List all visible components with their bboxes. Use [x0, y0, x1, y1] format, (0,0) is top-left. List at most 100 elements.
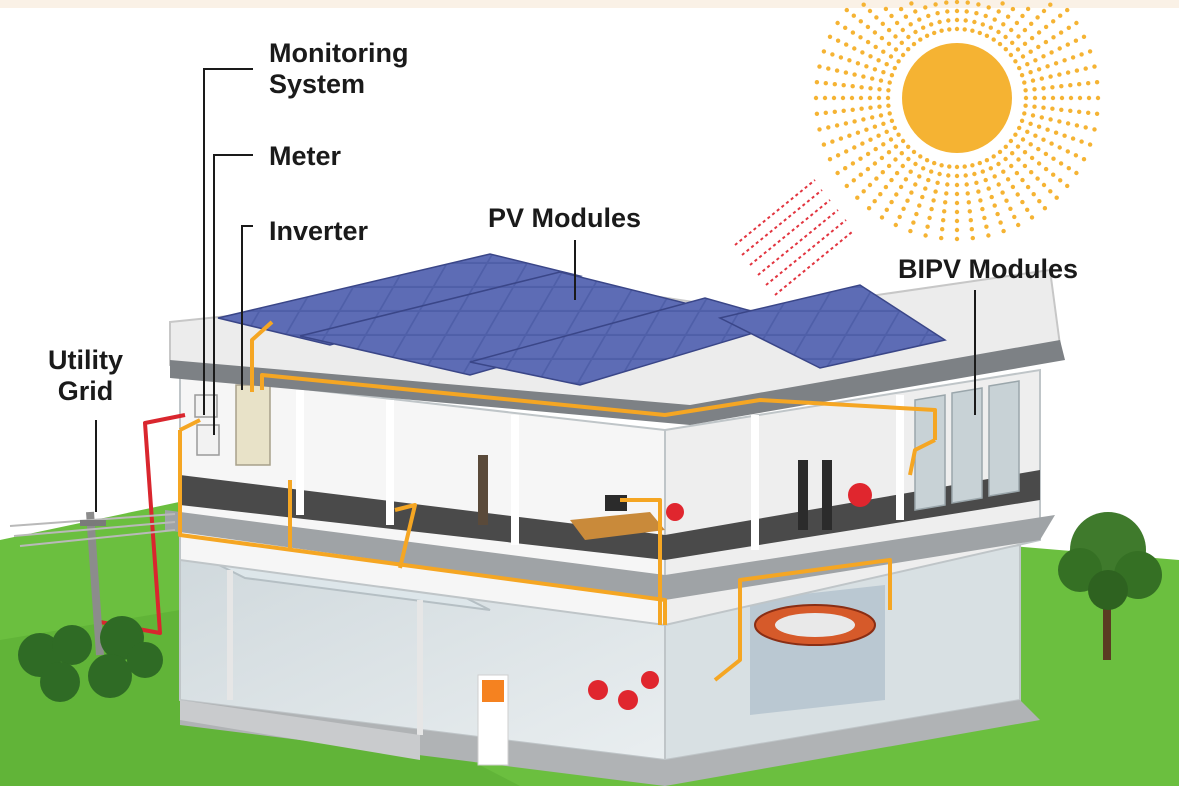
leader-lines	[95, 68, 976, 512]
sun-ray-dot	[883, 6, 889, 12]
sun-ray-dot	[1077, 109, 1082, 115]
sun-ray-dot	[852, 72, 857, 77]
sun-ray-dot	[954, 0, 960, 5]
sun-ray-dot	[945, 9, 950, 14]
sun-ray-dot	[965, 191, 970, 196]
dc-wiring	[178, 320, 937, 682]
sun-ray-dot	[921, 166, 926, 171]
sun-ray-dot	[1062, 58, 1067, 63]
sun-ray-dot	[954, 209, 960, 215]
sun-ray-dot	[898, 6, 904, 12]
sun-ray-dot	[1051, 35, 1056, 40]
monitoring-system-label: Monitoring System	[269, 38, 408, 100]
sun-ray-dot	[877, 87, 882, 92]
sun-ray-dot	[1073, 153, 1079, 158]
sun-ray-dot	[831, 95, 837, 101]
sun-ray-dot	[867, 8, 873, 14]
sun-ray-dot	[962, 27, 967, 32]
sun-ray-dot	[939, 28, 944, 33]
sun-ray-dot	[1029, 35, 1035, 41]
sun-icon	[813, 0, 1101, 242]
sun-ray-dot	[1029, 215, 1035, 220]
sun-ray-dot	[992, 174, 997, 179]
sun-ray-dot	[1066, 25, 1072, 30]
bushes	[18, 616, 163, 702]
sun-ray-dot	[841, 83, 846, 88]
sun-ray-dot	[1012, 214, 1017, 220]
sun-ray-dot	[980, 206, 985, 212]
sun-ray-dot	[878, 113, 884, 118]
sun-ray-dot	[1001, 228, 1006, 234]
sun-ray-dot	[893, 222, 898, 228]
sun-ray-lines	[734, 179, 853, 296]
sun-ray-dot	[1086, 81, 1091, 86]
sun-ray-dot	[813, 95, 819, 101]
sun-ray-dot	[977, 160, 982, 166]
sun-ray-dot	[986, 5, 991, 10]
sun-ray-dot	[903, 177, 909, 182]
sun-ray-dot	[905, 198, 910, 203]
sun-ray-dot	[878, 192, 883, 197]
pv-modules-label: PV Modules	[488, 203, 642, 233]
sun-ray-dot	[1008, 138, 1014, 144]
sun-ray-dot	[1022, 41, 1028, 46]
sun-ray-dot	[1003, 144, 1008, 149]
bipv-facade	[914, 380, 1020, 511]
sun-ray-dot	[954, 191, 960, 197]
sun-ray-dot	[1057, 46, 1062, 51]
sun-ray-dot	[1036, 30, 1042, 35]
sun-ray-dot	[900, 138, 906, 144]
sun-ray-dot	[908, 22, 913, 27]
sun-ray-dot	[1087, 49, 1093, 54]
sun-ray-dot	[1031, 192, 1036, 197]
sun-ray-dot	[883, 184, 889, 190]
sun-ray-dot	[1025, 207, 1030, 212]
sun-ray-dot	[911, 149, 917, 155]
sun-ray-dot	[835, 20, 840, 26]
sun-ray-dot	[1033, 133, 1038, 138]
monitoring-box	[194, 394, 218, 418]
sun-ray-dot	[858, 156, 863, 161]
sun-ray-dot	[954, 200, 960, 206]
sun-ray-dot	[814, 80, 820, 85]
sun-ray-dot	[954, 236, 960, 242]
sun-ray-dot	[1013, 59, 1018, 64]
sun-ray-dot	[913, 29, 918, 35]
sun-ray-dot	[861, 2, 866, 7]
sun-ray-dot	[855, 195, 860, 200]
sun-ray-dot	[826, 125, 831, 130]
sun-ray-dot	[939, 235, 944, 241]
sun-ray-dot	[983, 177, 988, 183]
sun-ray-dot	[868, 105, 873, 110]
sun-ray-dot	[897, 214, 902, 220]
sun-ray-dot	[878, 78, 884, 83]
sun-ray-dot	[996, 9, 1001, 14]
sun-ray-dot	[1004, 198, 1009, 203]
sun-ray-dot	[1001, 22, 1006, 27]
sun-ray-dot	[941, 218, 946, 223]
sun-ray-dot	[982, 215, 987, 221]
sun-ray-dot	[847, 133, 852, 138]
sun-ray-dot	[1017, 125, 1022, 131]
sun-ray-dot	[983, 13, 988, 19]
sun-ray-dot	[1065, 70, 1071, 75]
sun-ray-dot	[986, 233, 991, 238]
sun-ray-dot	[1000, 190, 1005, 195]
sun-ray-dot	[859, 106, 864, 111]
sun-ray-dot	[1041, 137, 1046, 142]
sun-ray-dot	[867, 95, 873, 101]
sun-ray-dot	[1092, 64, 1097, 69]
sun-ray-dot	[964, 9, 969, 14]
sun-ray-dot	[1043, 39, 1049, 45]
sun-ray-dot	[1025, 6, 1031, 12]
sun-ray-dot	[991, 37, 996, 42]
sun-ray-dot	[937, 19, 942, 25]
sun-ray-dot	[894, 170, 900, 176]
sun-ray-dot	[1062, 133, 1067, 138]
sun-ray-dot	[1053, 61, 1059, 66]
sun-ray-dot	[849, 95, 855, 101]
sun-ray-dot	[1003, 156, 1008, 162]
sun-ray-dot	[1023, 95, 1029, 101]
sun-ray-dot	[864, 64, 869, 69]
sun-ray-dot	[898, 184, 904, 190]
